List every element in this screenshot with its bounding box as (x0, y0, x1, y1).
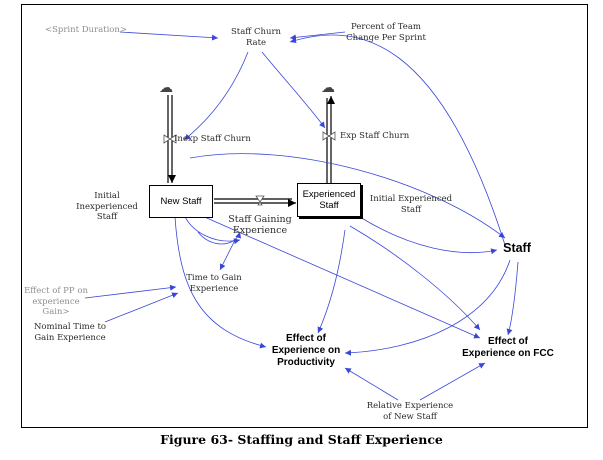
stock-experienced-staff: Experienced Staff (297, 183, 361, 217)
cloud-source-icon: ☁ (159, 80, 173, 96)
var-initial-inexperienced: Initial Inexperienced Staff (76, 191, 138, 222)
stock-new-staff: New Staff (149, 185, 213, 218)
var-percent-team-change: Percent of Team Change Per Sprint (346, 22, 426, 43)
var-initial-experienced: Initial Experienced Staff (369, 194, 453, 215)
var-nominal-time: Nominal Time to Gain Experience (33, 322, 106, 343)
flow-label-inexp-churn: Inexp Staff Churn (174, 134, 251, 144)
var-effect-productivity: Effect of Experience on Productivity (271, 333, 341, 368)
var-effect-pp: Effect of PP on experience Gain> (24, 286, 88, 317)
diagram-frame (21, 4, 588, 428)
flow-label-exp-churn: Exp Staff Churn (340, 131, 410, 141)
var-relative-experience: Relative Experience of New Staff (366, 401, 454, 422)
flow-valve-icon (163, 131, 336, 206)
figure-caption: Figure 63- Staffing and Staff Experience (160, 432, 443, 447)
var-time-to-gain-experience: Time to Gain Experience (186, 273, 242, 294)
var-sprint-duration: <Sprint Duration> (44, 25, 128, 35)
var-effect-fcc: Effect of Experience on FCC (462, 336, 554, 359)
flow-pipes (167, 95, 335, 207)
flow-label-gaining-experience: Staff Gaining Experience (228, 214, 292, 236)
var-staff-churn-rate: Staff Churn Rate (230, 27, 282, 48)
cloud-sink-icon: ☁ (321, 80, 335, 96)
var-staff: Staff (503, 241, 531, 255)
